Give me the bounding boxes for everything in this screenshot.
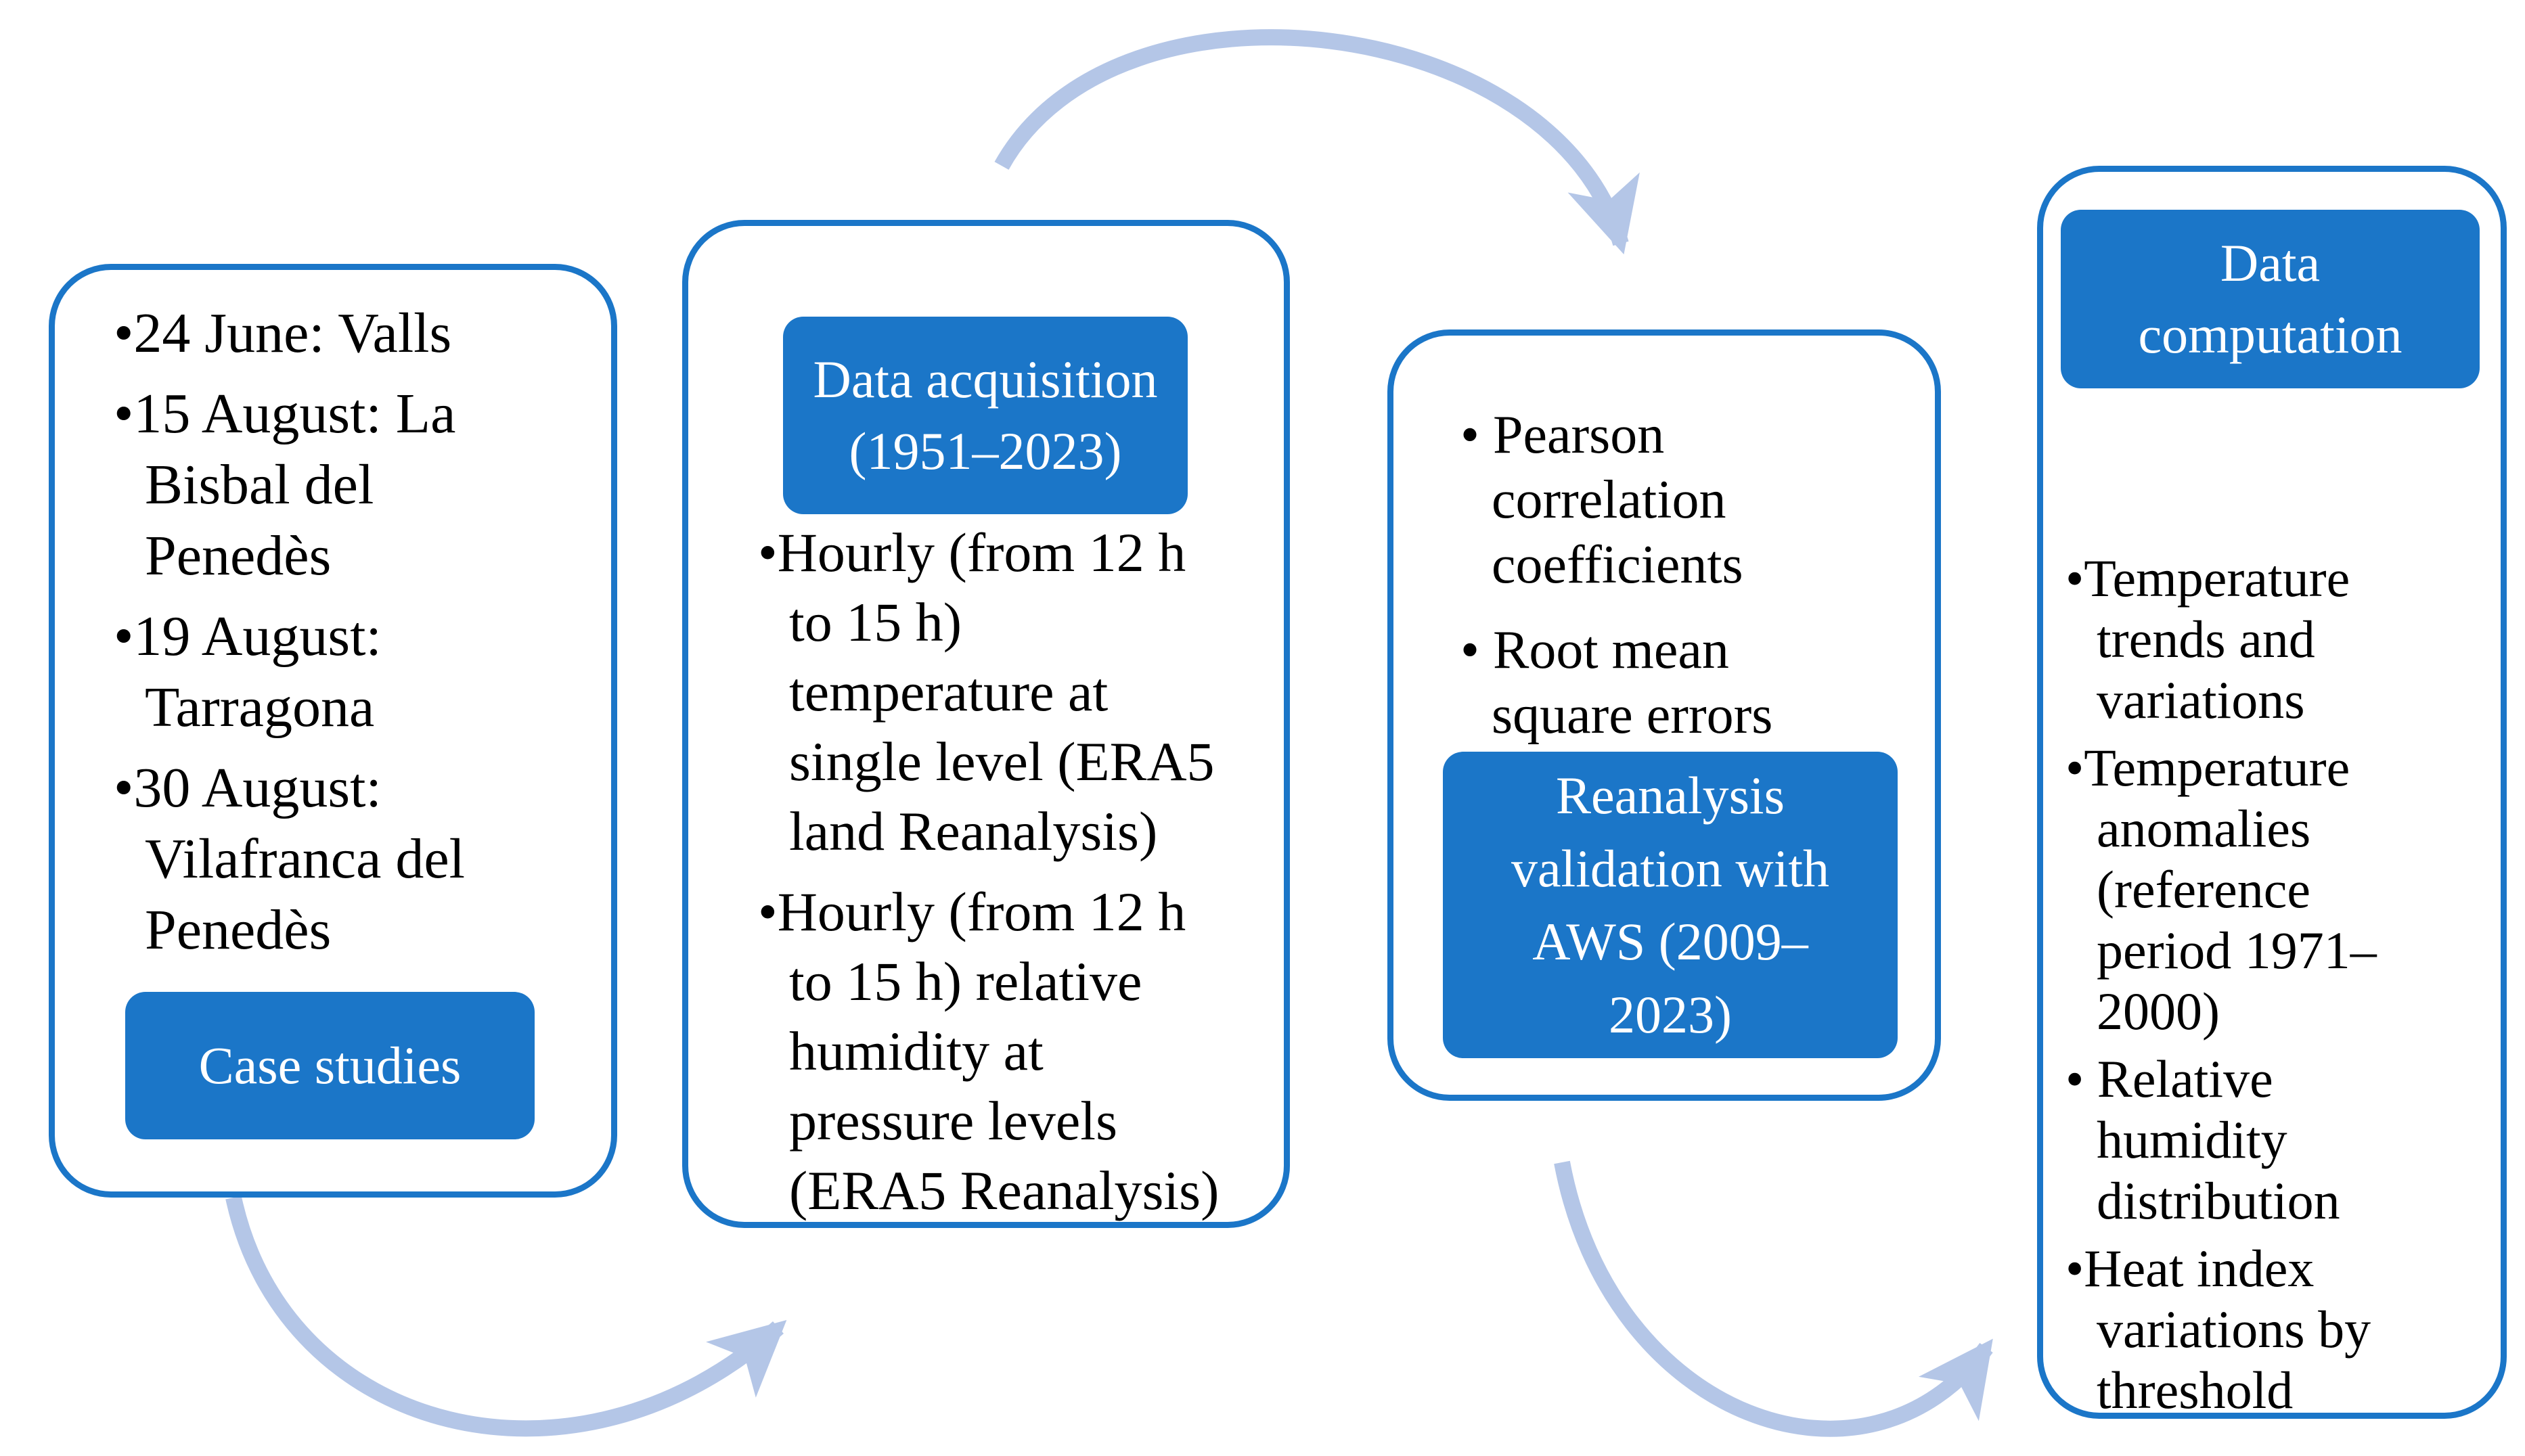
reanalysis-validation-label: Reanalysis validation with AWS (2009– 20… [1443,752,1898,1058]
arrow-top-box2-to-box3 [994,29,1640,254]
list-item: •Heat index variations by threshold [2065,1239,2371,1419]
arrow-bottom-box1-to-box2 [225,1196,787,1437]
list-item: •Hourly (from 12 h to 15 h) relative hum… [758,881,1220,1221]
list-item: • Pearson correlation coefficients [1460,405,1743,595]
case-studies-list: •24 June: Valls •15 August: La Bisbal de… [114,298,567,975]
reanalysis-validation-list: • Pearson correlation coefficients • Roo… [1460,403,1894,768]
arrow-bottom-box3-to-box4 [1554,1160,1993,1437]
list-item: •15 August: La Bisbal del Penedès [114,382,456,587]
data-acquisition-label: Data acquisition (1951–2023) [783,317,1188,514]
data-acquisition-list: •Hourly (from 12 h to 15 h) temperature … [758,518,1299,1236]
case-studies-label: Case studies [125,992,535,1139]
list-item: •Temperature anomalies (reference period… [2065,738,2377,1041]
list-item: •19 August: Tarragona [114,605,382,739]
list-item: •24 June: Valls [114,302,452,365]
data-computation-list: •Temperature trends and variations •Temp… [2065,548,2458,1428]
list-item: •Temperature trends and variations [2065,549,2350,729]
list-item: •Hourly (from 12 h to 15 h) temperature … [758,522,1215,862]
list-item: • Relative humidity distribution [2065,1049,2340,1230]
data-computation-label: Data computation [2061,210,2480,388]
list-item: •30 August: Vilafranca del Penedès [114,756,465,961]
list-item: • Root mean square errors [1460,620,1773,745]
